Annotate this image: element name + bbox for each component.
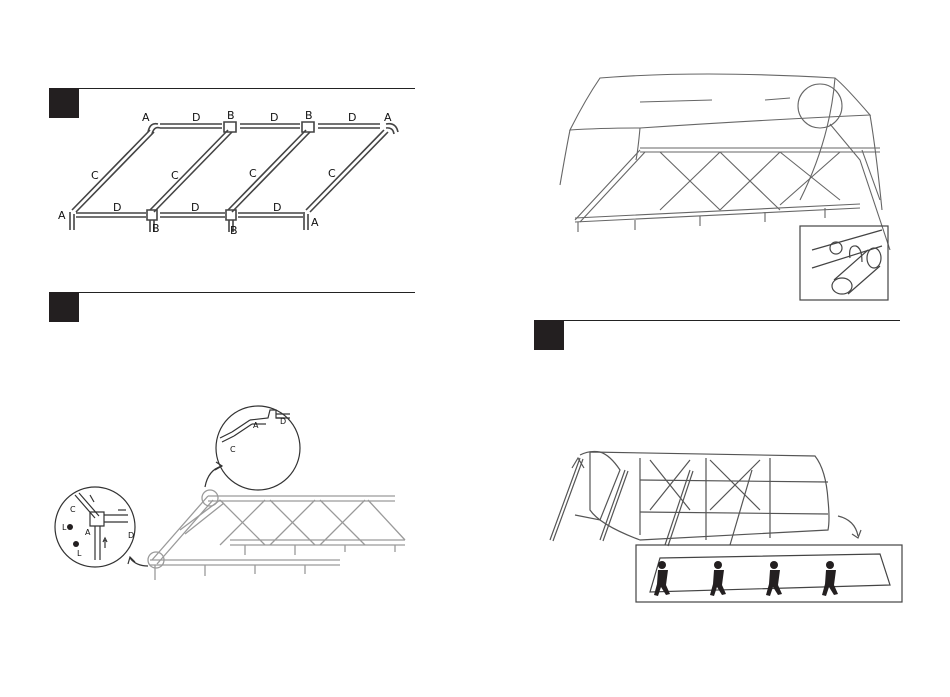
step-1-label-d-top-3: D (348, 111, 356, 124)
step-1-rule (49, 88, 415, 89)
step-2-detail-label-d: D (280, 417, 286, 426)
step-1-label-c-2: C (171, 169, 179, 182)
step-1-label-d-bottom-3: D (273, 201, 281, 214)
step-1-label-b-bottom-1: B (152, 222, 160, 235)
step-2-joint-label-c: C (70, 505, 76, 514)
step-2-detail-label-c: C (230, 445, 236, 454)
step-2-joint-label-d: D (128, 531, 134, 540)
step-1-label-c-4: C (328, 167, 336, 180)
step-2-detail-label-a: A (253, 421, 259, 430)
step-1-label-a-top-right: A (384, 111, 392, 124)
step-4-rule (534, 320, 900, 321)
step-1-label-c-3: C (249, 167, 257, 180)
step-1-number-box (49, 88, 79, 118)
step-2-number-box (49, 292, 79, 322)
step-2-rule (49, 292, 415, 293)
step-1-label-d-bottom-2: D (191, 201, 199, 214)
step-1-label-b-top-2: B (305, 109, 313, 122)
step-1-label-a-bottom-left: A (58, 209, 66, 222)
step-1-label-b-top-1: B (227, 109, 235, 122)
step-1-label-b-bottom-2: B (230, 224, 238, 237)
step-1-label-a-top-left: A (142, 111, 150, 124)
step-1-label-a-bottom-right: A (311, 216, 319, 229)
step-4-number-box (534, 320, 564, 350)
step-2-joint-label-l-bottom: L (77, 549, 82, 558)
step-1-label-c-1: C (91, 169, 99, 182)
step-1-label-d-top-1: D (192, 111, 200, 124)
person-figure-1 (654, 561, 670, 596)
step-2-joint-label-a: A (85, 528, 91, 537)
step-2-joint-label-l-top: L (62, 523, 67, 532)
step-1-label-d-bottom-1: D (113, 201, 121, 214)
step-1-label-d-top-2: D (270, 111, 278, 124)
